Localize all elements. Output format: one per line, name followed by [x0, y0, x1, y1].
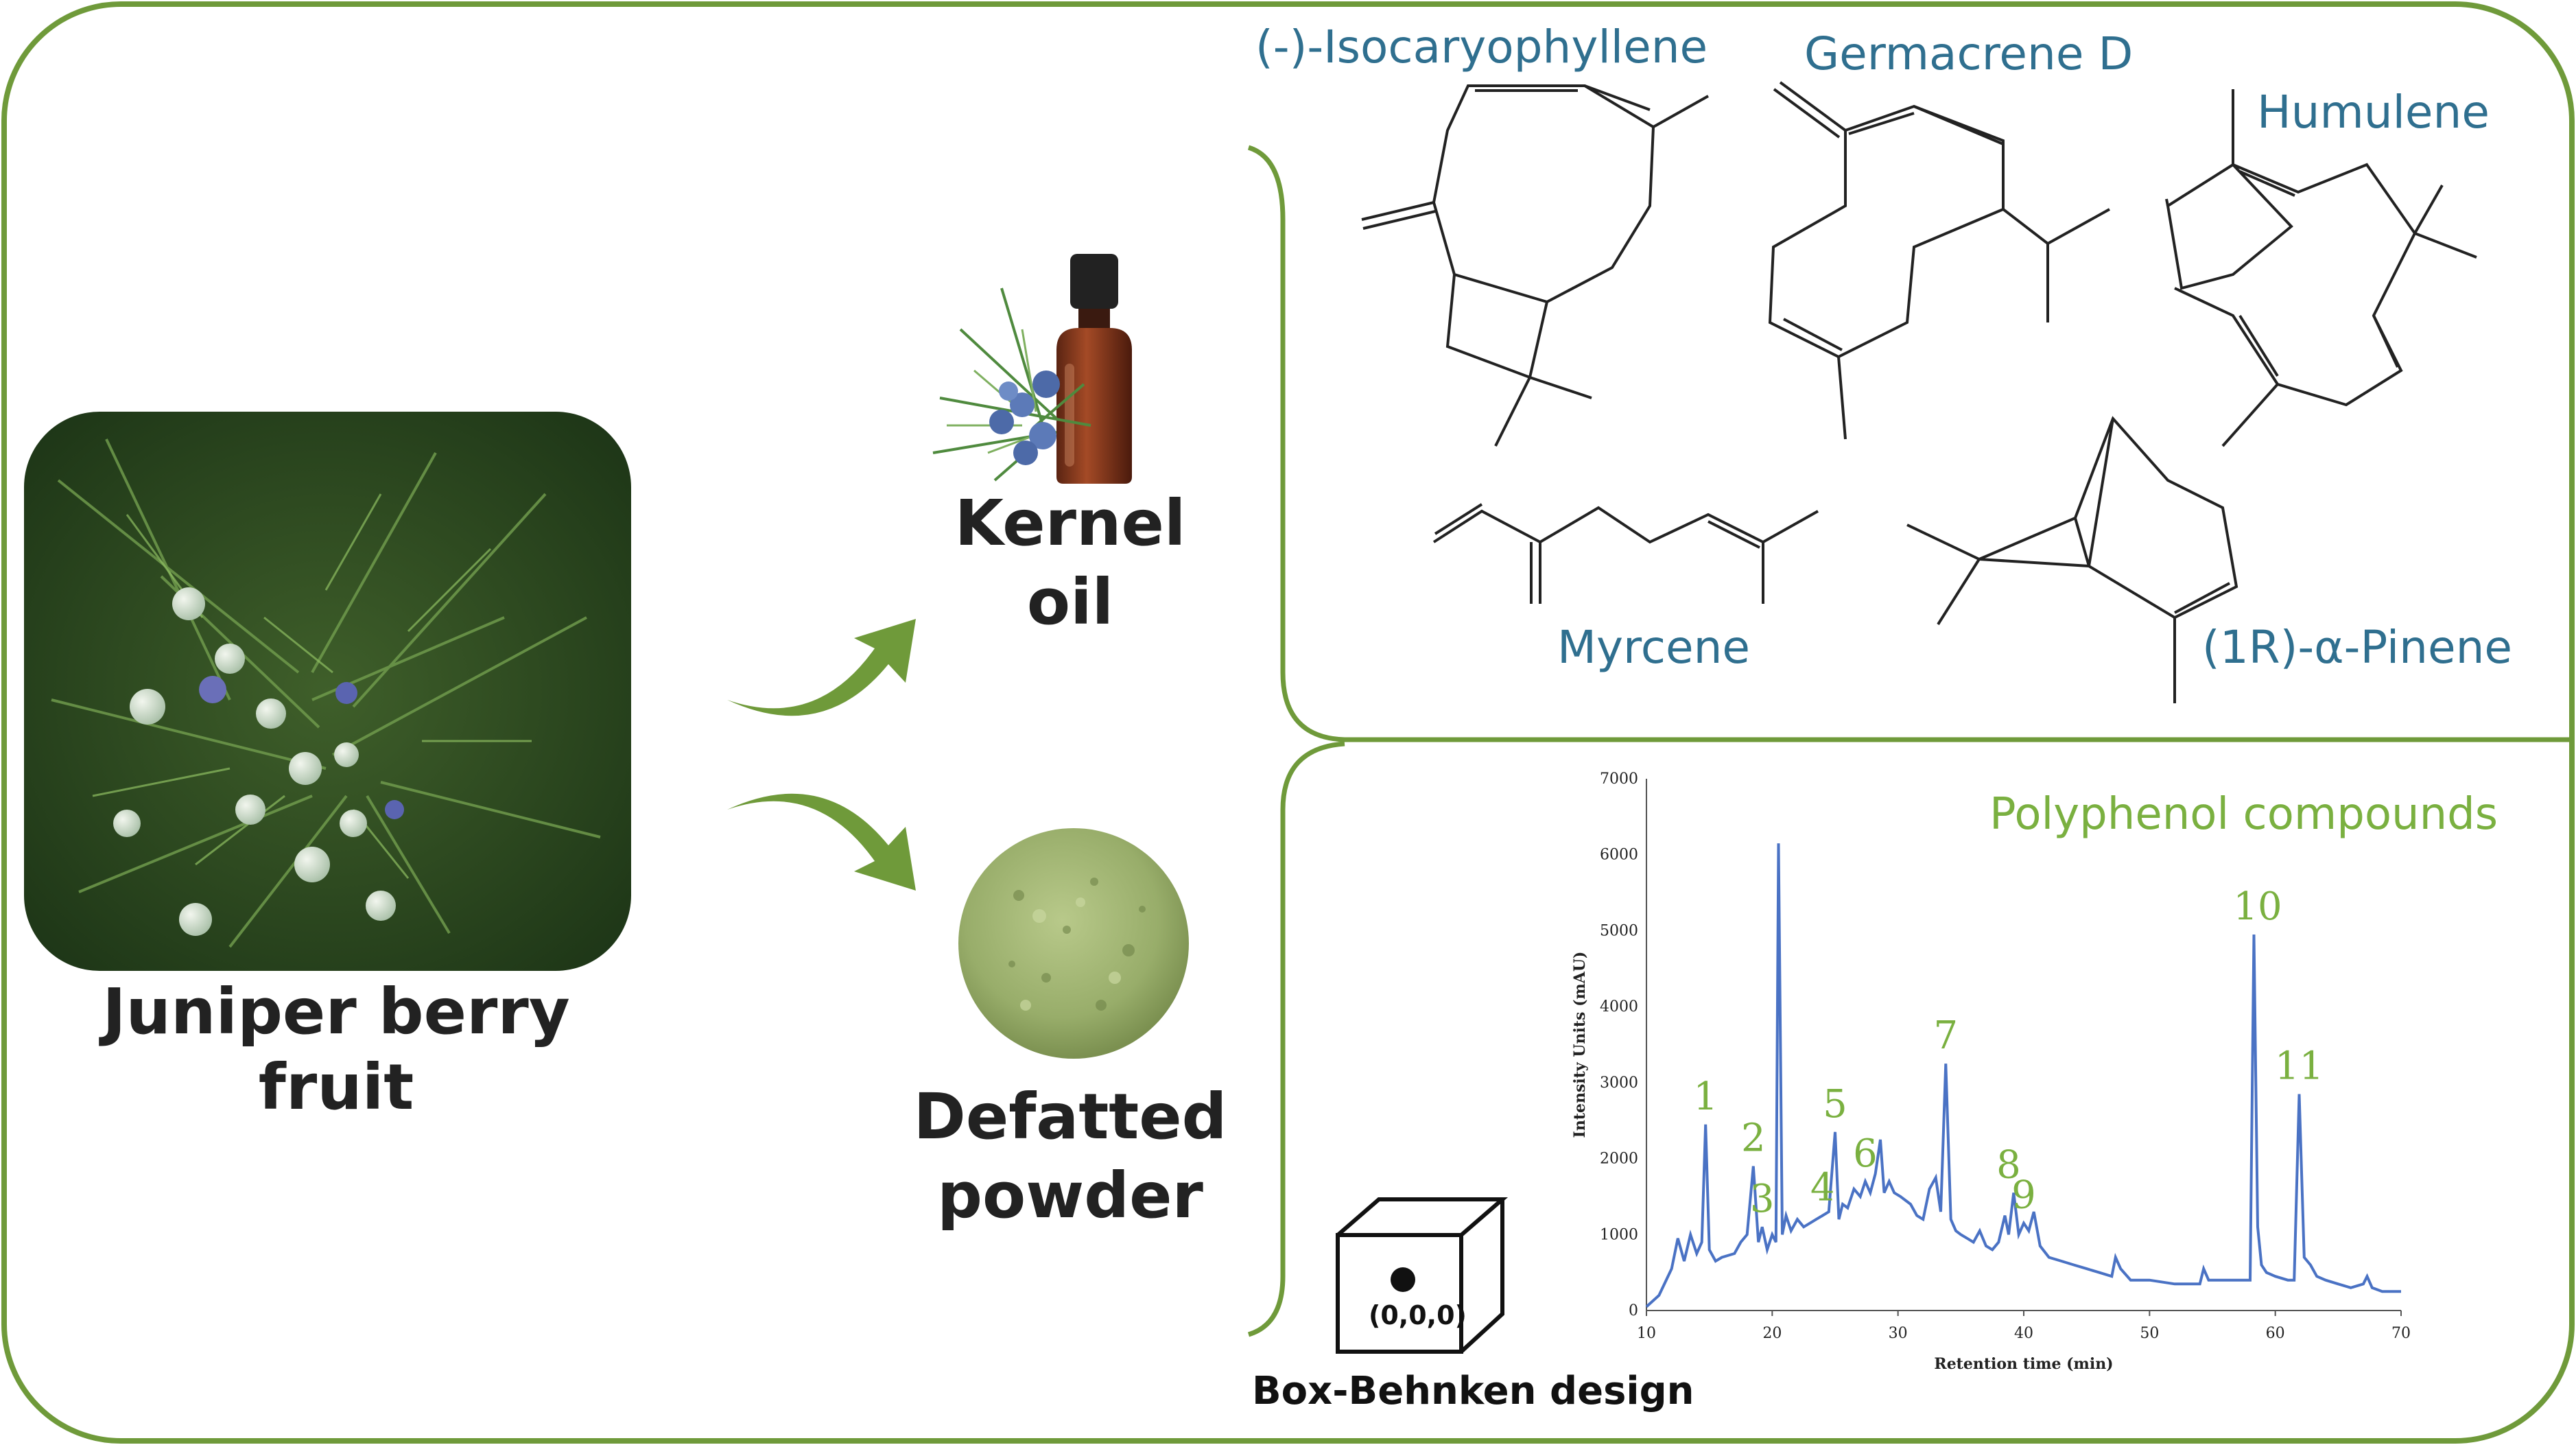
peak-label-8: 8 — [1996, 1142, 2021, 1187]
humulene-structure — [2165, 89, 2477, 447]
y-tick-label: 4000 — [1600, 998, 1638, 1015]
chart-title: Polyphenol compounds — [1989, 789, 2498, 840]
peak-label-6: 6 — [1853, 1131, 1878, 1176]
kernel-oil-bottle-icon — [932, 254, 1132, 484]
peak-label-4: 4 — [1810, 1166, 1835, 1210]
x-tick-label: 70 — [2391, 1325, 2411, 1342]
peak-label-3: 3 — [1750, 1177, 1775, 1221]
germacrene-structure — [1768, 81, 2110, 440]
y-tick-label: 7000 — [1600, 771, 1638, 788]
box-behnken-label: Box-Behnken design — [1252, 1369, 1694, 1413]
y-tick-label: 2000 — [1600, 1151, 1638, 1168]
isocaryophyllene-structure — [1361, 84, 1709, 447]
pinene-structure — [1906, 416, 2238, 703]
x-tick-label: 10 — [1637, 1325, 1656, 1342]
peak-label-11: 11 — [2275, 1044, 2324, 1088]
x-tick-label: 50 — [2140, 1325, 2159, 1342]
chart-xlabel: Retention time (min) — [1934, 1355, 2113, 1373]
juniper-berry-label: Juniper berry fruit — [102, 975, 570, 1124]
peak-label-9: 9 — [2011, 1173, 2036, 1218]
myrcene-structure — [1432, 503, 1819, 604]
defatted-powder-image — [958, 828, 1189, 1059]
juniper-berry-photo — [24, 412, 631, 971]
top-panel-bracket — [1247, 145, 2572, 742]
defatted-powder-line2: powder — [937, 1159, 1203, 1232]
box-behnken-cube — [1336, 1197, 1509, 1354]
kernel-oil-label: Kernel oil — [899, 484, 1242, 642]
pinene-label: (1R)-α-Pinene — [2202, 621, 2513, 674]
x-tick-label: 40 — [2014, 1325, 2033, 1342]
bottom-panel-bracket — [1247, 741, 1345, 1337]
peak-label-5: 5 — [1823, 1082, 1847, 1127]
defatted-powder-line1: Defatted — [913, 1080, 1227, 1153]
chart-ylabel: Intensity Units (mAU) — [1571, 952, 1589, 1138]
peak-label-1: 1 — [1693, 1074, 1718, 1119]
center-point-dot — [1391, 1267, 1415, 1292]
y-tick-label: 3000 — [1600, 1074, 1638, 1092]
peak-label-10: 10 — [2233, 884, 2282, 929]
x-tick-label: 60 — [2266, 1325, 2285, 1342]
chromatogram-chart: 10 20 30 40 50 60 70 0 1000 2000 3000 4000 5000 6000 7… — [1571, 771, 2411, 1373]
y-tick-label: 5000 — [1600, 922, 1638, 939]
defatted-powder-label: Defatted powder — [899, 1077, 1242, 1235]
peak-label-7: 7 — [1934, 1013, 1959, 1058]
humulene-label: Humulene — [2257, 86, 2490, 139]
y-tick-label: 6000 — [1600, 847, 1638, 864]
peak-label-2: 2 — [1741, 1116, 1766, 1161]
y-tick-label: 0 — [1629, 1302, 1638, 1319]
kernel-oil-line1: Kernel — [954, 486, 1186, 560]
y-tick-label: 1000 — [1600, 1226, 1638, 1243]
x-tick-label: 20 — [1762, 1325, 1782, 1342]
germacrene-label: Germacrene D — [1804, 27, 2134, 80]
chromatogram-series-line — [1645, 843, 2401, 1308]
myrcene-label: Myrcene — [1557, 621, 1751, 674]
center-point-label: (0,0,0) — [1369, 1300, 1467, 1330]
arrow-to-powder — [727, 793, 916, 891]
x-tick-label: 30 — [1889, 1325, 1908, 1342]
kernel-oil-line2: oil — [1026, 565, 1114, 639]
molecule-structures — [1361, 81, 2477, 703]
arrow-to-oil — [727, 619, 916, 716]
isocaryophyllene-label: (-)-Isocaryophyllene — [1255, 21, 1708, 73]
